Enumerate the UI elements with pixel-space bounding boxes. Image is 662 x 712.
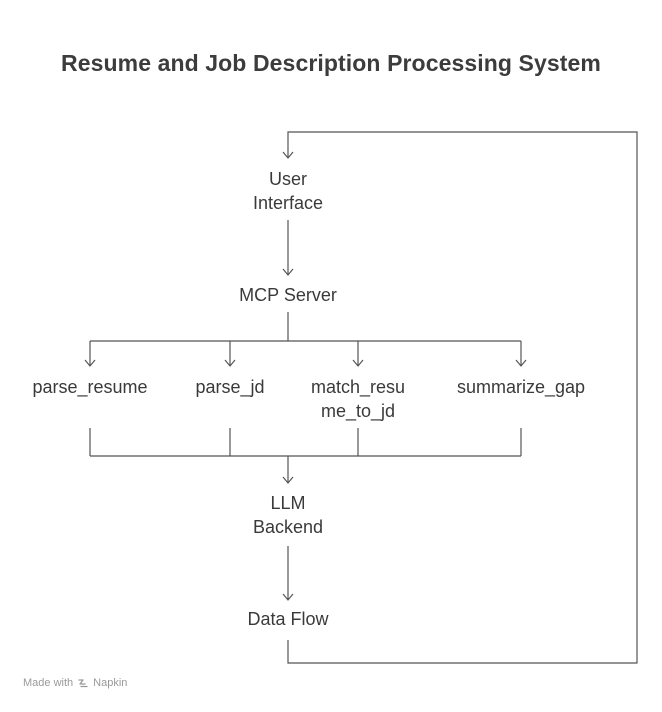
node-match-resume-to-jd-line2: me_to_jd: [320, 401, 396, 421]
arrowhead-match-resume: [352, 359, 364, 367]
node-parse-jd: parse_jd: [180, 375, 280, 399]
node-parse-resume: parse_resume: [15, 375, 165, 399]
arrowhead-parse-jd: [224, 359, 236, 367]
node-mcp-server-label: MCP Server: [239, 285, 337, 305]
node-parse-jd-label: parse_jd: [195, 377, 265, 397]
node-data-flow-label: Data Flow: [247, 609, 329, 629]
node-parse-resume-label: parse_resume: [32, 377, 148, 397]
node-llm-backend: LLM Backend: [238, 491, 338, 539]
footer-brand: Napkin: [93, 677, 128, 689]
node-mcp-server: MCP Server: [213, 283, 363, 307]
footer-made-with: Made with: [23, 677, 74, 689]
node-llm-backend-line2: Backend: [252, 517, 324, 537]
node-user-interface-line2: Interface: [252, 193, 324, 213]
arrowhead-data-flow: [282, 593, 294, 601]
node-summarize-gap: summarize_gap: [441, 375, 601, 399]
node-data-flow: Data Flow: [213, 607, 363, 631]
arrowhead-parse-resume: [84, 359, 96, 367]
arrowhead-user-interface: [282, 151, 294, 159]
arrowhead-summarize-gap: [515, 359, 527, 367]
arrowhead-llm-backend: [282, 476, 294, 484]
node-user-interface: User Interface: [238, 167, 338, 215]
edge-data-flow-to-user-interface: [287, 131, 638, 664]
node-llm-backend-line1: LLM: [270, 493, 306, 513]
node-match-resume-to-jd-line1: match_resu: [310, 377, 406, 397]
footer-watermark: Made with Napkin: [23, 677, 127, 689]
diagram-title: Resume and Job Description Processing Sy…: [61, 50, 601, 76]
napkin-logo-icon: [77, 677, 89, 689]
node-user-interface-line1: User: [268, 169, 307, 189]
node-summarize-gap-label: summarize_gap: [456, 377, 586, 397]
arrowhead-mcp-server: [282, 268, 294, 276]
node-match-resume-to-jd: match_resu me_to_jd: [298, 375, 418, 423]
